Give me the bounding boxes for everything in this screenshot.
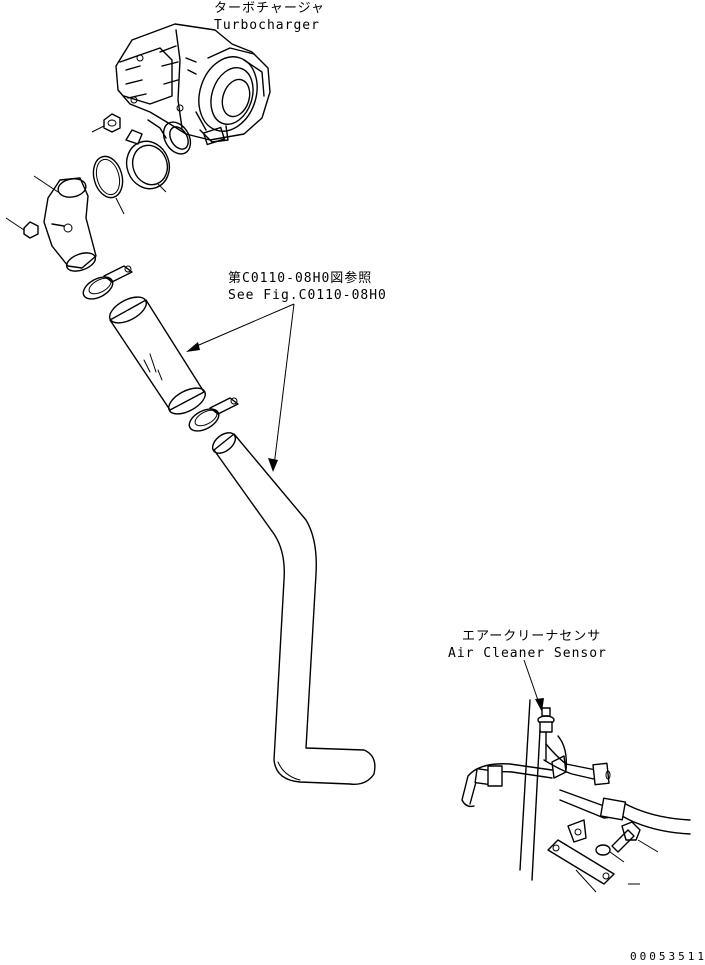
turbo-outlet-ring [162,121,192,155]
turbocharger [115,23,271,146]
turbocharger-label-jp: ターボチャージャ [214,1,325,16]
air-cleaner-sensor-assembly [461,659,691,893]
turbocharger-label-en: Turbocharger [214,18,320,33]
hose-clamp-lower [188,397,239,432]
bolt [611,821,659,853]
see-fig-label-jp: 第C0110-08H0図参照 [228,270,372,286]
sensor-label-jp: エアークリーナセンサ [462,629,601,644]
drawing-number: 00053511 [630,950,705,963]
bolt-small [5,217,39,239]
hose-clamp-upper [82,265,133,300]
sensor-label-en: Air Cleaner Sensor [448,646,607,661]
elbow-pipe [33,175,97,272]
see-fig-leaders [186,303,295,472]
bent-air-pipe [211,432,376,785]
see-fig-label-en: See Fig.C0110-08H0 [228,288,387,303]
plate-bracket [547,839,615,893]
nut [91,113,121,133]
straight-hose [109,296,206,415]
o-ring-gasket [92,155,125,215]
washer [595,844,625,863]
v-band-clamp [125,129,171,193]
